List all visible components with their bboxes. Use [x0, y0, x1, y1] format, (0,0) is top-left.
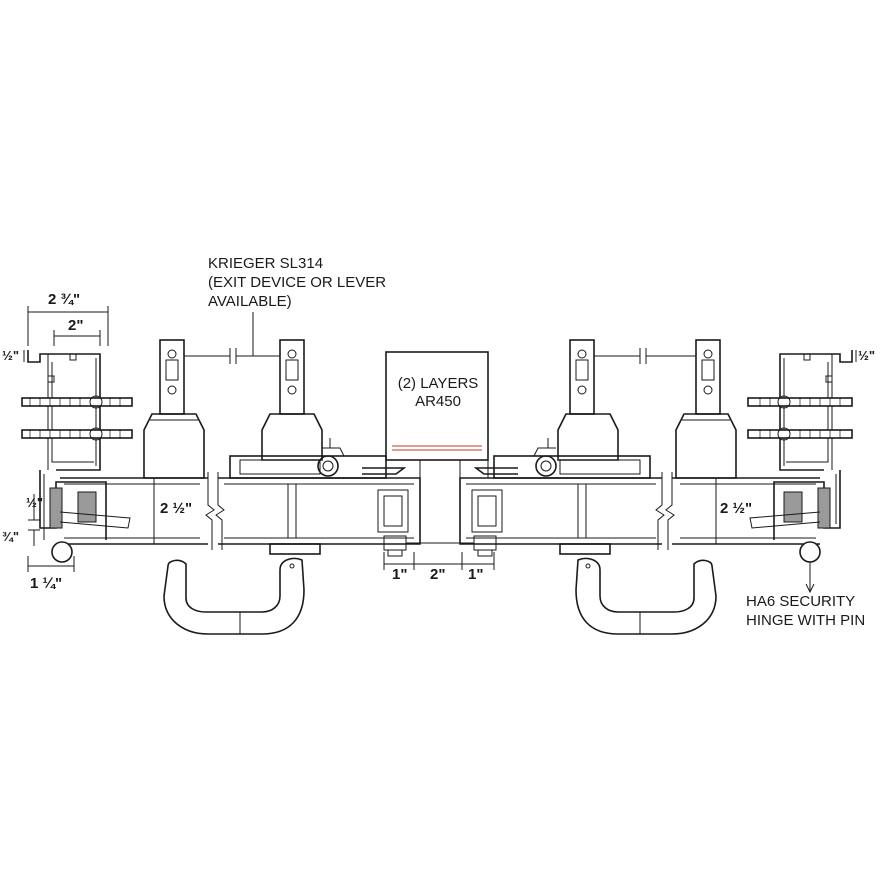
dim-right-top-lip: ½" — [858, 348, 875, 363]
lock-label-line1: KRIEGER SL314 — [208, 255, 323, 272]
left-door-leaf — [60, 472, 421, 550]
ar450-armor-plate — [385, 351, 489, 478]
dim-left-door: 2 ½" — [160, 500, 192, 517]
dim-astragal-center: 2" — [430, 566, 445, 583]
dim-left-hinge-three-quarter: ¾" — [2, 529, 19, 544]
right-lock-assembly — [473, 339, 737, 479]
armor-callout: (2) LAYERS AR450 — [398, 375, 479, 410]
left-frame-jamb — [21, 350, 133, 540]
dimension-labels: 2 ¾" 2" ½" ½" 2 ½" 2 ½" ½" ¾" 1 ¼" 1" 2"… — [2, 291, 875, 592]
right-frame-jamb — [747, 350, 853, 540]
right-pull-handle — [559, 543, 717, 635]
lock-label-line3: AVAILABLE) — [208, 293, 292, 310]
hinge-callout: HA6 SECURITY HINGE WITH PIN — [746, 593, 865, 629]
right-door-leaf — [459, 472, 820, 550]
dim-frame-overall: 2 ¾" — [48, 291, 80, 308]
lock-label-line2: (EXIT DEVICE OR LEVER — [208, 274, 386, 291]
dim-right-door: 2 ½" — [720, 500, 752, 517]
dim-astragal-right: 1" — [468, 566, 483, 583]
lock-callout: KRIEGER SL314 (EXIT DEVICE OR LEVER AVAI… — [208, 255, 386, 310]
dim-left-hinge-offset: 1 ¼" — [30, 575, 62, 592]
hinge-label-line2: HINGE WITH PIN — [746, 612, 865, 629]
astragal — [383, 535, 497, 557]
right-security-hinge — [749, 487, 831, 594]
dimension-lines — [23, 306, 857, 572]
dim-left-hinge-half: ½" — [26, 495, 43, 510]
dim-frame-inner: 2" — [68, 317, 83, 334]
left-security-hinge — [43, 487, 131, 563]
armor-label-line1: (2) LAYERS — [398, 375, 479, 392]
dim-astragal-left: 1" — [392, 566, 407, 583]
left-pull-handle — [163, 543, 321, 635]
armor-label-line2: AR450 — [415, 393, 461, 410]
dim-left-top-lip: ½" — [2, 348, 19, 363]
hinge-label-line1: HA6 SECURITY — [746, 593, 855, 610]
left-lock-assembly — [143, 312, 407, 479]
